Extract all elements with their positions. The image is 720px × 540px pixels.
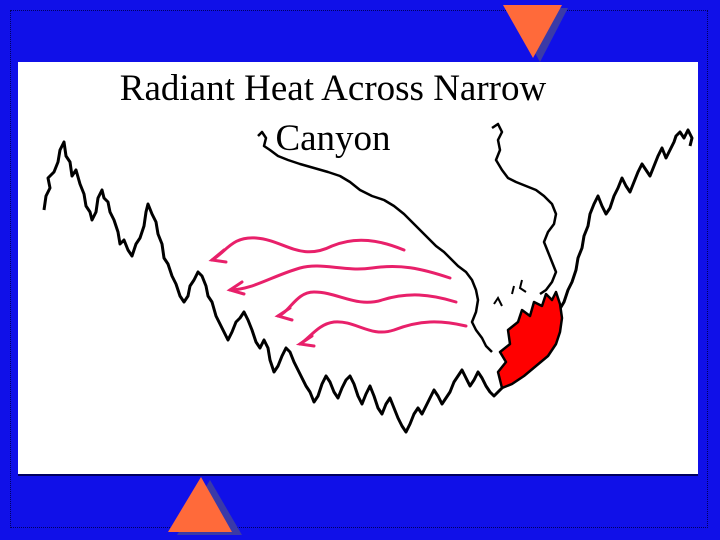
triangle-down-icon [503,5,568,62]
canyon-outline [42,140,504,434]
arrowhead-4 [295,334,316,348]
arrowhead-1 [208,248,228,264]
title-line-2: Canyon [275,118,391,159]
arrowheads [208,248,316,348]
triangle-up-icon [168,477,242,535]
heat-arrow-4 [298,320,468,346]
arrowhead-3 [274,306,294,322]
slide-title: Radiant Heat Across Narrow Canyon [18,64,648,164]
slide-border [10,10,708,528]
heat-arrow-2 [228,264,452,292]
smoke-wisp [493,279,527,307]
content-panel [18,62,698,476]
heat-arrow-1 [210,236,406,262]
radiant-heat-arrows [210,236,468,346]
heat-arrow-3 [276,290,458,318]
smoke-column-right [491,122,558,296]
arrowhead-2 [226,280,246,296]
smoke-column [257,130,493,353]
fire-flames [496,290,564,390]
title-line-1: Radiant Heat Across Narrow [119,68,547,109]
